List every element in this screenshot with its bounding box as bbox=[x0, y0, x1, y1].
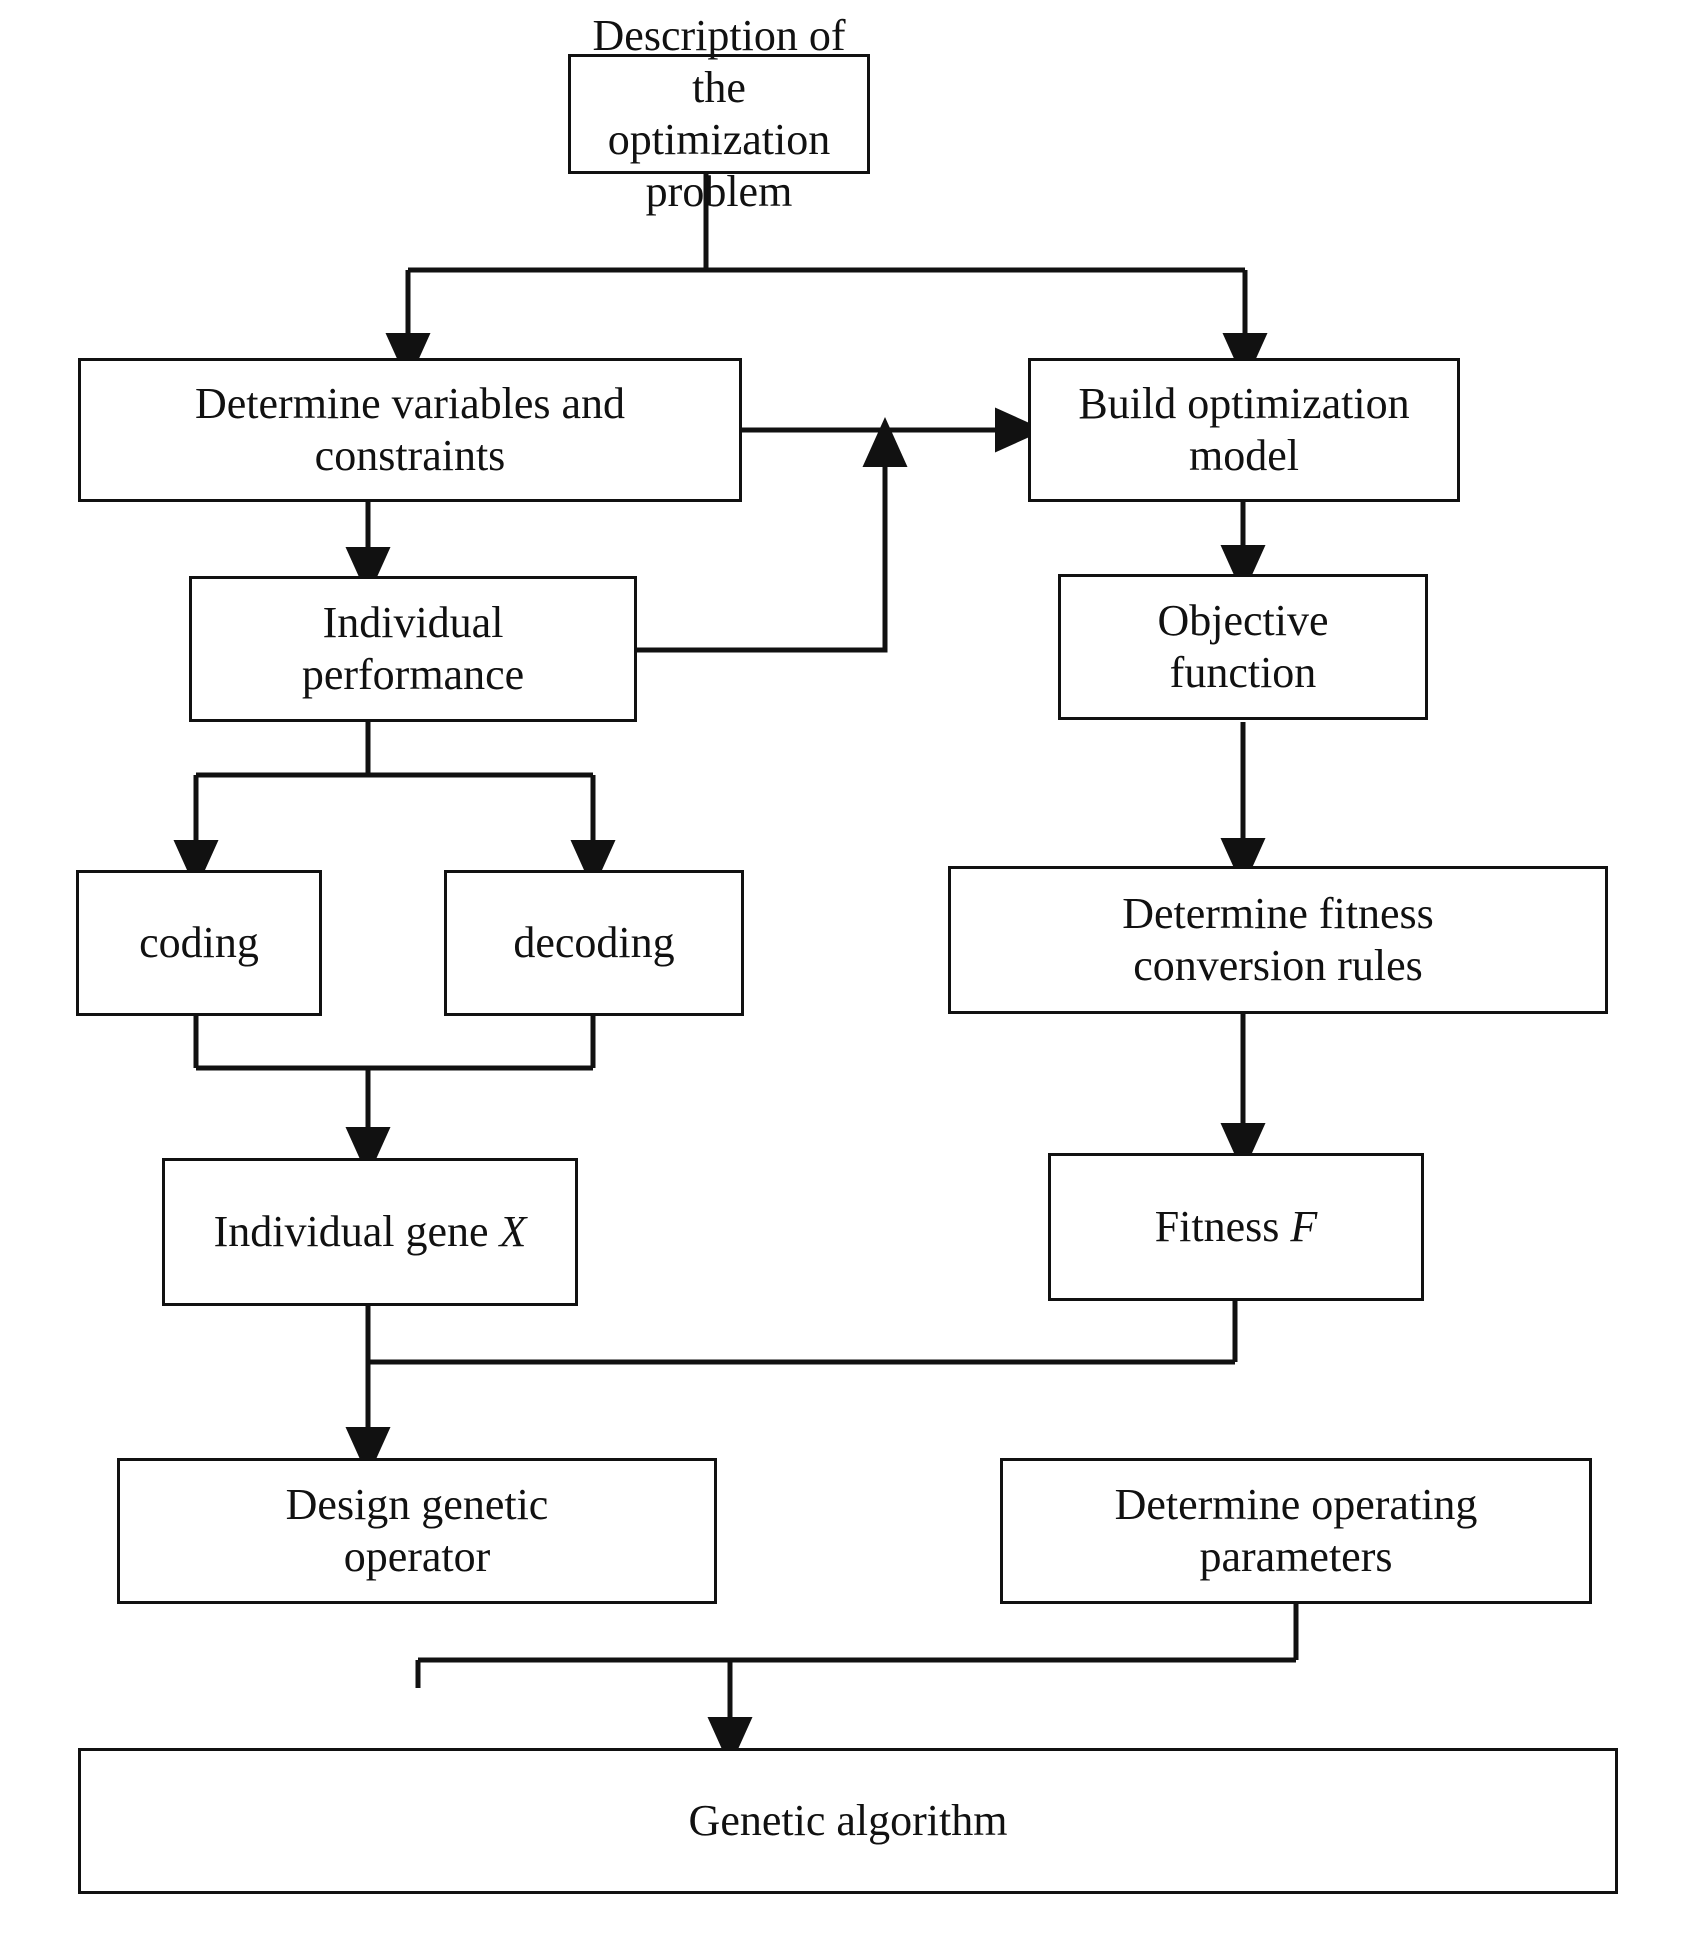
node-objective-function-label: Objective function bbox=[1157, 596, 1329, 697]
node-build-optimization-model-label: Build optimization model bbox=[1078, 379, 1410, 480]
node-genetic-algorithm[interactable]: Genetic algorithm bbox=[78, 1748, 1618, 1894]
node-individual-gene[interactable]: Individual gene X bbox=[162, 1158, 578, 1306]
node-fitness-rules[interactable]: Determine fitness conversion rules bbox=[948, 866, 1608, 1014]
node-description[interactable]: Description of the optimization problem bbox=[568, 11, 870, 216]
node-decoding-label: decoding bbox=[513, 918, 675, 968]
node-coding-label: coding bbox=[139, 918, 259, 968]
node-description-label: Description of the optimization problem bbox=[592, 11, 846, 216]
node-operating-parameters-label: Determine operating parameters bbox=[1114, 1480, 1478, 1581]
node-individual-gene-label: Individual gene X bbox=[214, 1206, 527, 1258]
node-determine-variables[interactable]: Determine variables and constraints bbox=[78, 358, 742, 502]
edge-coding-merge bbox=[193, 1015, 596, 1177]
node-fitness-rules-label: Determine fitness conversion rules bbox=[1122, 889, 1434, 990]
node-decoding[interactable]: decoding bbox=[444, 870, 744, 1016]
node-genetic-algorithm-label: Genetic algorithm bbox=[688, 1796, 1008, 1846]
node-individual-performance-label: Individual performance bbox=[301, 598, 525, 699]
edge-gene-fitness-merge bbox=[345, 1300, 1238, 1477]
edge-bottom-merge bbox=[415, 1602, 1299, 1767]
node-individual-gene-text: Individual gene bbox=[213, 1207, 500, 1257]
node-fitness-label: Fitness F bbox=[1155, 1201, 1318, 1253]
node-fitness-text: Fitness bbox=[1154, 1202, 1291, 1252]
node-operating-parameters[interactable]: Determine operating parameters bbox=[1000, 1458, 1592, 1604]
node-determine-variables-label: Determine variables and constraints bbox=[194, 379, 626, 480]
node-design-operator-label: Design genetic operator bbox=[285, 1480, 549, 1581]
node-fitness-symbol: F bbox=[1290, 1202, 1318, 1252]
node-design-operator[interactable]: Design genetic operator bbox=[117, 1458, 717, 1604]
node-objective-function[interactable]: Objective function bbox=[1058, 574, 1428, 720]
node-build-optimization-model[interactable]: Build optimization model bbox=[1028, 358, 1460, 502]
edge-performance-split bbox=[173, 722, 616, 890]
node-individual-performance[interactable]: Individual performance bbox=[189, 576, 637, 722]
node-individual-gene-symbol: X bbox=[499, 1207, 527, 1257]
node-coding[interactable]: coding bbox=[76, 870, 322, 1016]
node-fitness[interactable]: Fitness F bbox=[1048, 1153, 1424, 1301]
